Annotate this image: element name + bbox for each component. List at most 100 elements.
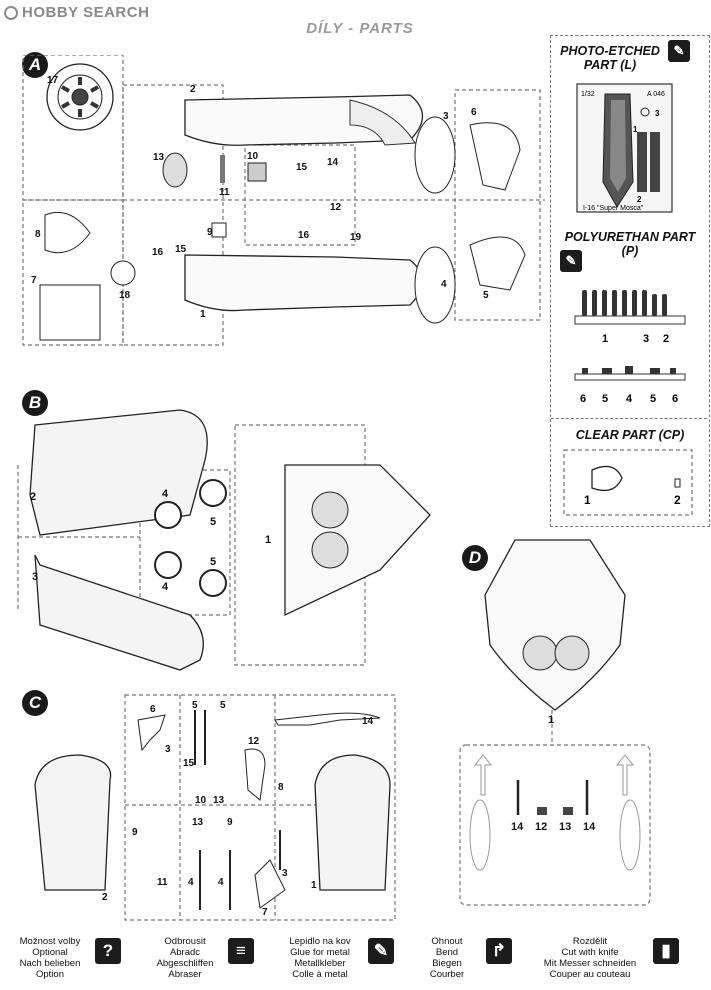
symbol-legend: Možnost volby Optional Nach belieben Opt…: [0, 930, 711, 990]
elevator-part-5: [469, 236, 526, 291]
propeller-part-14: [274, 712, 381, 726]
legend-cut-text: Rozdělit Cut with knife Mit Messer schne…: [530, 936, 650, 980]
label-2: 2: [190, 84, 196, 95]
c-label-2: 2: [102, 892, 108, 903]
legend-cut-de: Mit Messer schneiden: [543, 958, 637, 969]
d-label-12: 12: [535, 821, 547, 833]
rudder-part-3: [414, 116, 456, 194]
c-label-3b: 3: [282, 868, 288, 879]
d-label-13: 13: [559, 821, 571, 833]
special-parts-panel: [550, 35, 710, 527]
engine-part-17: [46, 63, 114, 131]
label-7: 7: [31, 275, 37, 286]
fret-scale: 1/32: [581, 91, 595, 98]
c-label-13: 13: [213, 795, 225, 806]
legend-optional-cz: Možnost volby: [19, 936, 81, 947]
b-label-5b: 5: [210, 556, 216, 568]
part-9: [211, 222, 227, 238]
b-label-5a: 5: [210, 516, 216, 528]
c-label-11: 11: [157, 877, 168, 888]
hobby-search-watermark: HOBBY SEARCH: [4, 4, 149, 21]
c-label-5b: 5: [220, 700, 226, 711]
legend-glue-metal-text: Lepidlo na kov Glue for metal Metallkleb…: [275, 936, 365, 980]
label-18: 18: [119, 290, 131, 301]
sprue-d-diagram: 1 14 12 13 14: [459, 539, 651, 906]
b-label-1: 1: [265, 534, 271, 546]
legend-abrade-en: Abradc: [169, 947, 201, 958]
polyurethan-parts: 1 3 2 6 5 4 5 6: [574, 290, 686, 405]
sprue-b-diagram: 2 3 4 5 4 5 1: [17, 409, 431, 671]
label-10: 10: [247, 151, 259, 162]
wheel-part-5a: [199, 479, 227, 507]
photo-etched-title-line1: PHOTO-ETCHED: [560, 44, 660, 58]
b-label-3: 3: [32, 571, 38, 583]
fret-name: I-16 "Super Mosca": [583, 205, 644, 212]
poly-label-3: 3: [643, 333, 649, 345]
label-13: 13: [153, 152, 165, 163]
legend-bend-text: Ohnout Bend Biegen Courber: [412, 936, 482, 980]
page-title: DÍLY - PARTS: [306, 20, 414, 37]
d-label-14b: 14: [583, 821, 596, 833]
sprue-a-frame-left-lower: [22, 199, 124, 346]
part-10: [247, 162, 267, 182]
part-13: [162, 152, 188, 188]
sprue-a-frame-left: [22, 55, 124, 201]
part-d-13: [563, 807, 573, 815]
label-17: 17: [47, 75, 59, 86]
photo-etched-fret: 1/32 A 046 I-16 "Super Mosca" 1 3 2: [576, 83, 673, 213]
aileron-part-1: [314, 754, 391, 891]
part-c-7: [254, 859, 286, 909]
photo-etched-title-line2: PART (L): [583, 58, 637, 72]
hobby-search-logo-icon: [4, 6, 18, 20]
b-label-4b: 4: [162, 581, 169, 593]
legend-abrade-cz: Odbrousit: [164, 936, 206, 947]
label-11: 11: [219, 187, 230, 198]
c-label-10: 10: [195, 795, 207, 806]
c-label-8: 8: [278, 782, 284, 793]
c-label-9b: 9: [227, 817, 233, 828]
pe-part-3: [640, 107, 650, 117]
label-15b: 15: [175, 244, 187, 255]
legend-bend-fr: Courber: [429, 969, 465, 980]
abrade-icon: ≡: [228, 938, 254, 964]
fuselage-bottom-part-1: [284, 464, 431, 617]
legend-optional-fr: Option: [36, 969, 64, 980]
part-c-6: [137, 714, 166, 752]
panel-divider: [551, 418, 707, 419]
poly-label-1: 1: [602, 333, 608, 345]
legend-bend-cz: Ohnout: [431, 936, 463, 947]
c-label-3: 3: [165, 744, 171, 755]
section-a-badge: A: [22, 52, 48, 78]
pe-part-2a: [637, 132, 647, 192]
c-label-14: 14: [362, 716, 374, 727]
glue-icon: ✎: [560, 250, 582, 272]
d-label-14a: 14: [511, 821, 524, 833]
label-9: 9: [207, 227, 213, 238]
legend-abrade-de: Abgeschliffen: [156, 958, 214, 969]
legend-optional-text: Možnost volby Optional Nach belieben Opt…: [10, 936, 90, 980]
optional-icon: ?: [95, 938, 121, 964]
clear-parts: 1 2: [563, 449, 693, 516]
fret-code: A 046: [647, 91, 665, 98]
cut-with-knife-icon: ▮: [653, 938, 679, 964]
c-label-4a: 4: [188, 877, 194, 888]
legend-glue-de: Metallkleber: [294, 958, 346, 969]
legend-glue-fr: Colle à metal: [292, 969, 348, 980]
section-b-badge: B: [22, 390, 48, 416]
label-12: 12: [330, 202, 342, 213]
clear-label-1: 1: [584, 493, 591, 507]
section-c-badge: C: [22, 690, 48, 716]
sprue-a-diagram: 17 2 3 6 13 10 11 15 14 12 16 19 9 8 7 1…: [22, 55, 545, 346]
part-11: [220, 155, 225, 183]
legend-cut-en: Cut with knife: [561, 947, 619, 958]
wheel-part-4a: [154, 501, 182, 529]
c-label-1: 1: [311, 880, 317, 891]
label-15: 15: [296, 162, 308, 173]
poly-label-4: 4: [626, 393, 633, 405]
poly-label-5a: 5: [602, 393, 608, 405]
c-label-4b: 4: [218, 877, 224, 888]
c-label-9: 9: [132, 827, 138, 838]
watermark-text: HOBBY SEARCH: [22, 4, 150, 21]
c-label-6: 6: [150, 704, 156, 715]
pe-label-2: 2: [637, 195, 642, 204]
